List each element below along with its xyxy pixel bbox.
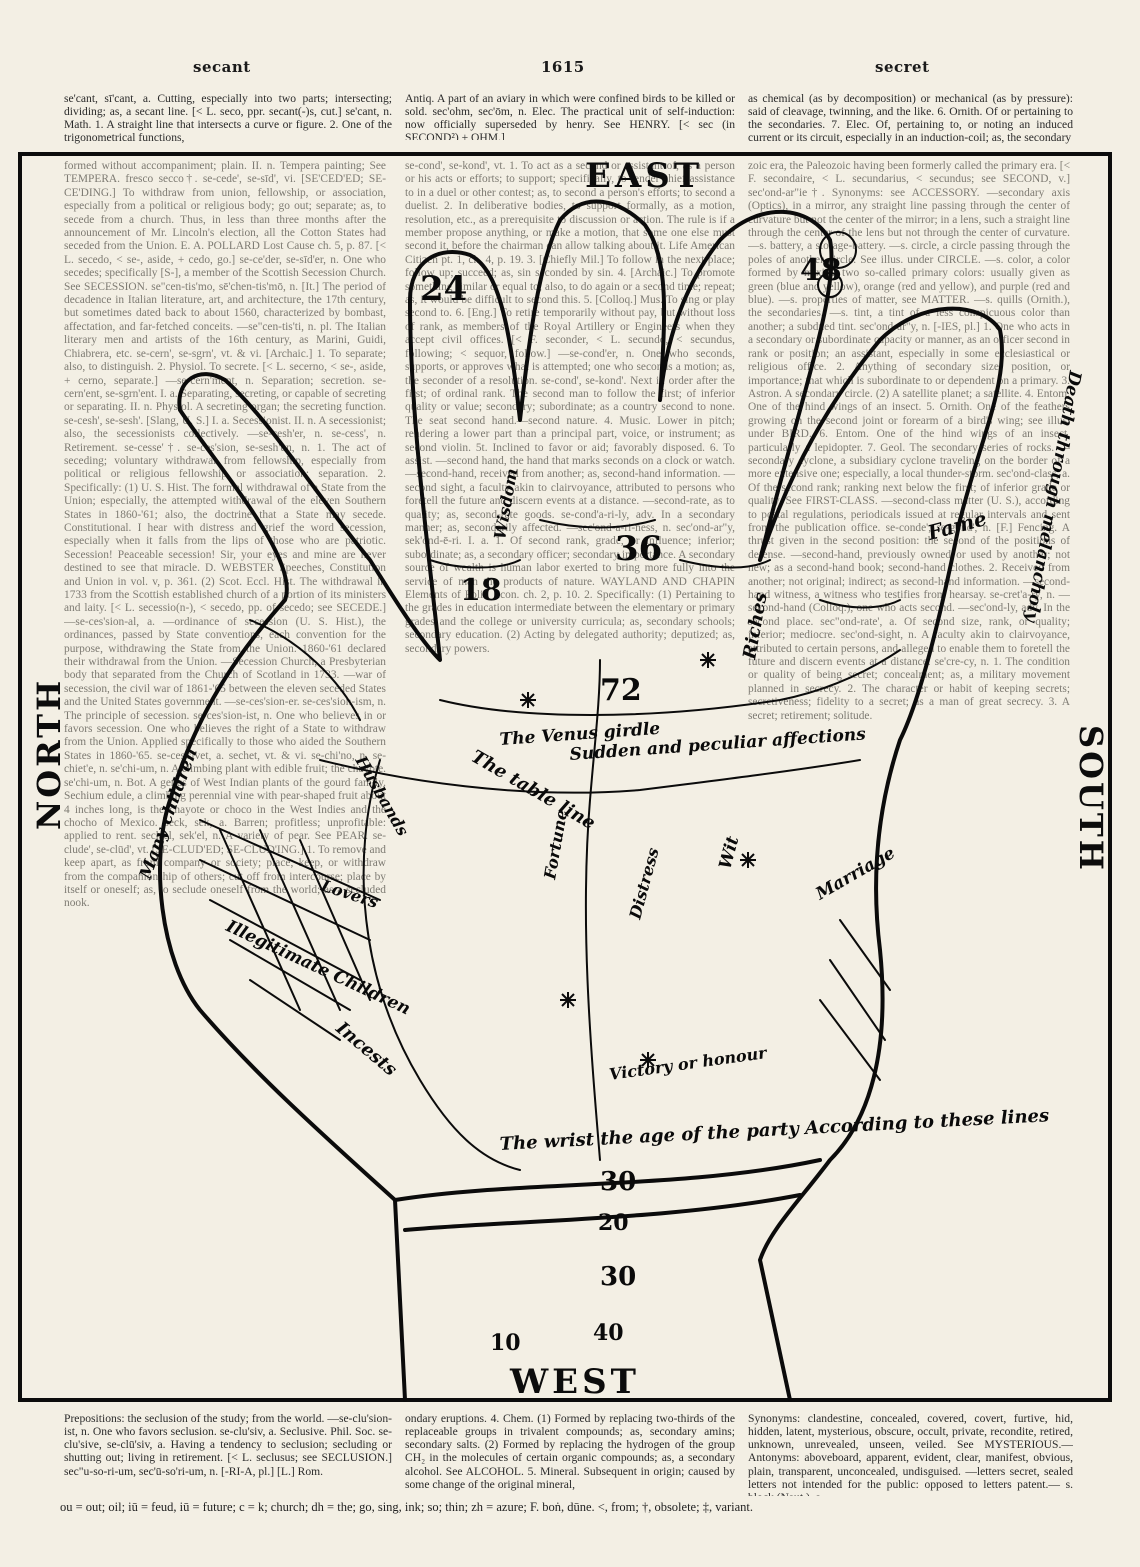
page-number: 1615: [541, 58, 585, 76]
finger-circle: [819, 231, 857, 269]
column-text: se-cond', se-kond', vt. 1. To act as a s…: [405, 160, 735, 655]
number-label: 36: [615, 529, 662, 569]
heart-line: [439, 649, 901, 716]
wrist-label: The wrist the age of the party According…: [499, 1105, 1049, 1155]
illegitimate-children-label: Illegitimate Children: [222, 916, 413, 1019]
incests-label: Incests: [331, 1017, 401, 1080]
finger-crease-3: [679, 559, 771, 569]
column-text: se'cant, sī'cant, a. Cutting, especially…: [64, 92, 392, 145]
finger-crease-4: [819, 599, 901, 609]
finger-circle: [817, 272, 843, 298]
compass-north: NORTH: [30, 677, 68, 830]
number-label: 10: [490, 1330, 521, 1356]
number-label: 20: [598, 1210, 629, 1236]
column-text: formed without accompaniment; plain. II.…: [64, 160, 386, 910]
page-header: secant 1615 secret: [0, 58, 1140, 82]
dictionary-column-middle-bottom: ondary eruptions. 4. Chem. (1) Formed by…: [405, 1412, 735, 1496]
column-text: Synonyms: clandestine, concealed, covere…: [748, 1412, 1073, 1496]
mount-hatching-2: [219, 829, 371, 1011]
percussion-hatching: [819, 919, 891, 1081]
dictionary-column-right-top: as chemical (as by decomposition) or mec…: [748, 92, 1073, 152]
palm-stars: [520, 652, 756, 1068]
pronunciation-key-footer: ou = out; oil; iū = feud, iū = future; c…: [60, 1500, 754, 1514]
background-dictionary-text-middle: se-cond', se-kond', vt. 1. To act as a s…: [405, 160, 735, 1405]
background-dictionary-text-right: zoic era, the Paleozoic having been form…: [748, 160, 1070, 1405]
wisdom-label: Wisdom: [490, 467, 521, 541]
fate-line: [584, 659, 601, 1161]
lovers-label: Lovers: [318, 875, 381, 912]
marriage-label: Marriage: [812, 843, 899, 905]
hand-outline: [158, 199, 1004, 1402]
husbands-label: Husbands: [351, 752, 413, 840]
many-children-label: Many children: [136, 746, 202, 883]
victory-label: Victory or honour: [608, 1043, 769, 1084]
finger-crease-2: [539, 519, 656, 529]
column-text: Antiq. A part of an aviary in which were…: [405, 92, 735, 140]
background-dictionary-text-left: formed without accompaniment; plain. II.…: [64, 160, 386, 1405]
column-text: zoic era, the Paleozoic having been form…: [748, 160, 1070, 722]
number-label: 72: [600, 673, 642, 708]
mount-hatching: [199, 819, 381, 1041]
wit-label: Wit: [716, 834, 744, 871]
finger-crease-1: [429, 559, 521, 569]
riches-label: Riches: [739, 591, 772, 662]
left-guide-word: secant: [193, 58, 251, 76]
wrist-band-2: [403, 1193, 802, 1232]
right-guide-word: secret: [875, 58, 930, 76]
compass-west: WEST: [510, 1362, 640, 1402]
dictionary-column-left-bottom: Prepositions: the seclusion of the study…: [64, 1412, 392, 1496]
life-line: [362, 759, 521, 1171]
pinky-label: Death through melancholy: [1021, 368, 1085, 624]
number-label: 18: [460, 573, 502, 608]
wrist-band: [393, 1158, 822, 1202]
number-label: 30: [600, 1167, 636, 1197]
fortune-label: Fortune: [540, 808, 571, 882]
number-label: 48: [800, 253, 842, 288]
distress-label: Distress: [625, 846, 663, 922]
compass-south: SOUTH: [1072, 725, 1110, 873]
dictionary-column-left-top: se'cant, sī'cant, a. Cutting, especially…: [64, 92, 392, 152]
column-text: ondary eruptions. 4. Chem. (1) Formed by…: [405, 1412, 735, 1491]
head-line: [319, 759, 861, 794]
number-label: 24: [420, 269, 467, 309]
number-label: 30: [600, 1262, 636, 1292]
thumb-crease: [249, 619, 361, 721]
number-label: 40: [593, 1320, 624, 1346]
illustration-frame: [18, 152, 1112, 1402]
dictionary-column-right-bottom: Synonyms: clandestine, concealed, covere…: [748, 1412, 1073, 1496]
column-text: Prepositions: the seclusion of the study…: [64, 1412, 392, 1478]
dictionary-column-middle-top: Antiq. A part of an aviary in which were…: [405, 92, 735, 140]
column-text: as chemical (as by decomposition) or mec…: [748, 92, 1073, 145]
compass-east: EAST: [585, 156, 704, 196]
